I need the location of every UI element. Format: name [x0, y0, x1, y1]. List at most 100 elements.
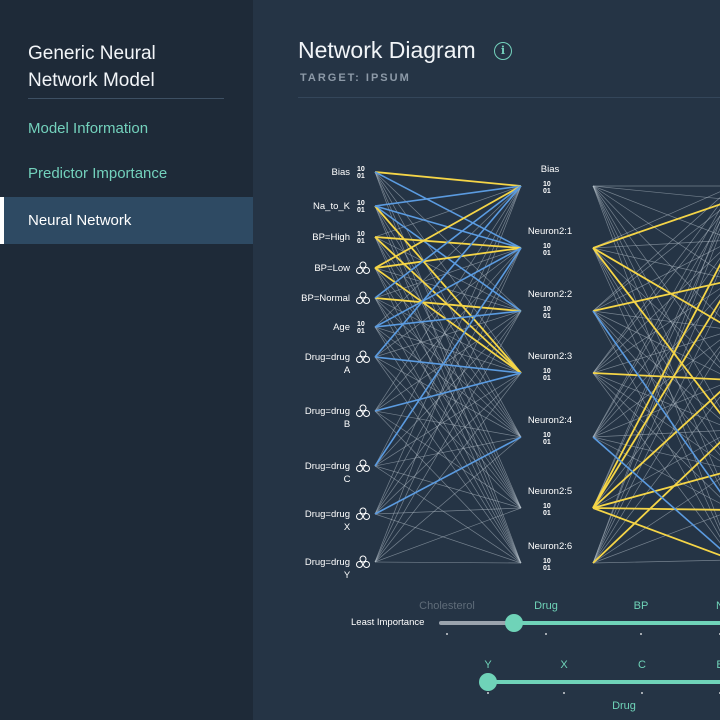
hidden-to-output-edge — [592, 384, 720, 438]
hidden-to-output-edge — [592, 185, 720, 200]
input-to-hidden-edge — [374, 185, 522, 467]
nav-item-neural-network[interactable]: Neural Network — [0, 197, 253, 244]
app-title: Generic Neural Network Model — [28, 40, 238, 94]
slider-tick-mark — [545, 633, 547, 635]
category-icon — [356, 404, 370, 417]
app-title-line2: Network Model — [28, 70, 155, 91]
hidden-to-output-edge — [592, 288, 720, 374]
nav-item-predictor-importance[interactable]: Predictor Importance — [0, 150, 253, 197]
input-to-hidden-edge — [374, 465, 522, 509]
input-to-hidden-edge — [374, 185, 522, 412]
input-to-hidden-edge — [374, 267, 522, 564]
input-to-hidden-edge — [374, 436, 522, 467]
slider-tick-label: Cholesterol — [419, 600, 475, 612]
hidden-to-output-edge — [592, 559, 720, 564]
svg-text:10: 10 — [543, 368, 551, 375]
input-to-hidden-edge — [374, 356, 522, 438]
hidden-to-output-edge — [592, 227, 720, 509]
svg-text:01: 01 — [543, 510, 551, 517]
hidden-to-output-edge — [592, 208, 720, 438]
hidden-node-label: Neuron2:1 — [528, 226, 572, 237]
input-to-hidden-edge — [374, 356, 522, 374]
svg-text:01: 01 — [357, 173, 365, 180]
hidden-to-output-edge — [592, 436, 720, 504]
svg-text:10: 10 — [357, 321, 365, 328]
hidden-node-label: Neuron2:3 — [528, 351, 572, 362]
input-node-label: Drug=drug — [305, 509, 350, 520]
hidden-to-output-edge — [592, 203, 720, 249]
input-to-hidden-edge — [374, 185, 522, 328]
input-to-hidden-edge — [374, 236, 522, 312]
svg-text:10: 10 — [543, 558, 551, 565]
hidden-to-output-edge — [592, 345, 720, 509]
svg-text:01: 01 — [357, 328, 365, 335]
nav-item-label: Predictor Importance — [28, 165, 168, 182]
input-to-hidden-edge — [374, 372, 522, 563]
input-to-hidden-edge — [374, 310, 522, 515]
hidden-to-output-edge — [592, 251, 720, 374]
input-to-hidden-edge — [374, 171, 522, 509]
app-title-line1: Generic Neural — [28, 43, 156, 64]
hidden-to-output-edge — [592, 507, 720, 557]
hidden-to-output-edge — [592, 191, 720, 249]
input-to-hidden-edge — [374, 247, 522, 412]
hidden-to-output-edge — [592, 372, 720, 381]
info-icon[interactable]: i — [494, 42, 512, 60]
importance-slider-thumb[interactable] — [505, 614, 523, 632]
svg-text:01: 01 — [543, 565, 551, 572]
slider-tick-label: N — [716, 600, 720, 612]
hidden-to-output-edge — [592, 339, 720, 438]
category-icon — [356, 459, 370, 472]
input-to-hidden-edge — [374, 236, 522, 509]
hidden-to-output-edge — [592, 197, 720, 312]
nav-item-model-information[interactable]: Model Information — [0, 105, 253, 152]
divider — [298, 97, 720, 98]
hidden-to-output-edge — [592, 436, 720, 468]
input-to-hidden-edge — [374, 236, 522, 438]
svg-text:01: 01 — [357, 207, 365, 214]
category-icon — [356, 555, 370, 568]
hidden-to-output-edge — [592, 185, 720, 272]
page-title: Network Diagram — [298, 37, 476, 63]
svg-text:01: 01 — [357, 238, 365, 245]
sidebar: Generic Neural Network Model Model Infor… — [0, 0, 253, 720]
input-to-hidden-edge — [374, 185, 522, 563]
input-to-hidden-edge — [374, 310, 522, 467]
input-node-label: Y — [344, 570, 351, 581]
input-to-hidden-edge — [374, 297, 522, 312]
hidden-to-output-edge — [592, 478, 720, 564]
hidden-to-output-edge — [592, 202, 720, 374]
hidden-to-output-edge — [592, 247, 720, 415]
category-icon — [356, 350, 370, 363]
slider-tick-mark — [487, 692, 489, 694]
hidden-to-output-edge — [592, 185, 720, 318]
svg-text:10: 10 — [543, 243, 551, 250]
slider-tick-mark — [446, 633, 448, 635]
input-node-label: Na_to_K — [313, 201, 351, 212]
input-node-label: X — [344, 522, 351, 533]
input-to-hidden-edge — [374, 310, 522, 328]
input-node-label: Bias — [332, 167, 351, 178]
input-to-hidden-edge — [374, 171, 522, 249]
input-to-hidden-edge — [374, 185, 522, 358]
input-node-label: A — [344, 365, 351, 376]
nav-item-label: Model Information — [28, 120, 149, 137]
category-slider-caption: Drug — [612, 700, 636, 712]
hidden-to-output-edge — [592, 396, 720, 564]
hidden-to-output-edge — [592, 215, 720, 509]
category-slider-thumb[interactable] — [479, 673, 497, 691]
slider-tick-label: X — [560, 659, 568, 671]
hidden-node-label: Neuron2:5 — [528, 486, 572, 497]
svg-text:01: 01 — [543, 313, 551, 320]
hidden-node-label: Neuron2:2 — [528, 289, 572, 300]
hidden-to-output-edge — [592, 350, 720, 564]
hidden-to-output-edge — [592, 436, 720, 550]
hidden-to-output-edge — [592, 390, 720, 509]
input-to-hidden-edge — [374, 507, 522, 563]
input-to-hidden-edge — [374, 247, 522, 515]
